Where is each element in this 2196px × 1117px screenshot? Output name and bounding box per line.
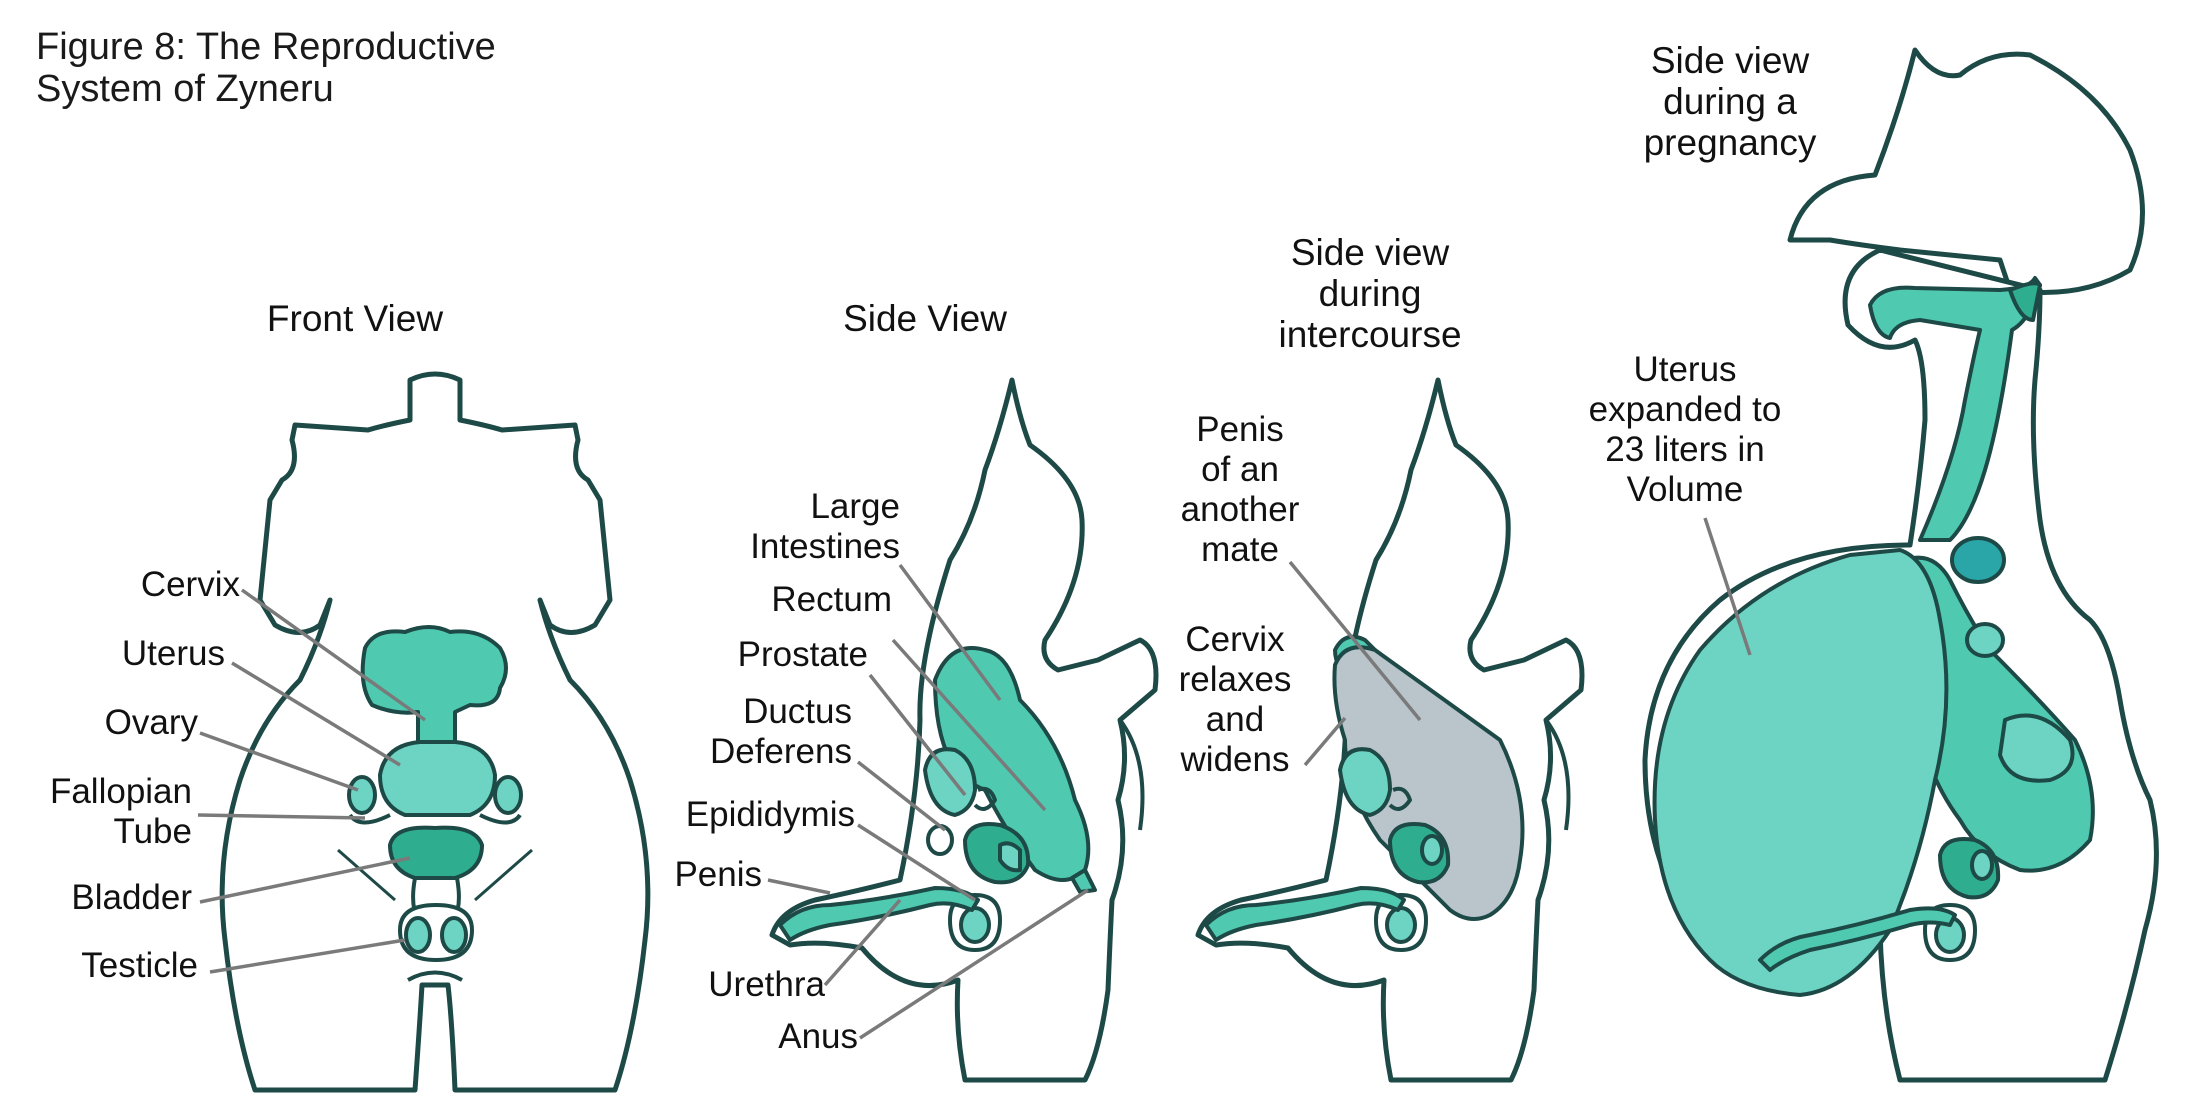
front-view-title: Front View xyxy=(266,298,444,339)
figure-title-line-1: Figure 8: The Reproductive xyxy=(36,26,496,68)
intercourse-title-line-2: during xyxy=(1318,273,1422,314)
intercourse-penis xyxy=(1204,886,1406,942)
label-urethra: Urethra xyxy=(708,965,825,1004)
label-ductus-line-1: Ductus xyxy=(743,692,852,731)
label-foreign-penis: Penis of an another mate xyxy=(1160,410,1320,570)
label-cervix: Cervix xyxy=(140,565,240,604)
label-uterus-expanded-line-3: 23 liters in xyxy=(1605,430,1765,469)
front-ovary-right xyxy=(493,775,523,815)
side-penis xyxy=(778,886,980,942)
pregnancy-head-outline xyxy=(1787,47,2145,295)
front-view-drawing xyxy=(219,371,651,1093)
figure-title: Figure 8: The Reproductive System of Zyn… xyxy=(36,26,496,110)
label-ductus-deferens: Ductus Deferens xyxy=(680,692,852,772)
label-large-line-1: Large xyxy=(810,487,900,526)
label-foreign-penis-line-3: another xyxy=(1180,490,1300,529)
label-rectum: Rectum xyxy=(771,580,892,619)
label-bladder: Bladder xyxy=(71,878,192,917)
label-cervix-relaxes-line-4: widens xyxy=(1180,740,1290,779)
label-uterus: Uterus xyxy=(121,634,225,673)
label-foreign-penis-line-1: Penis xyxy=(1196,410,1284,449)
label-fallopian-line-2: Tube xyxy=(113,812,192,851)
label-cervix-relaxes-line-1: Cervix xyxy=(1185,620,1285,659)
pregnancy-stomach xyxy=(1950,536,2006,584)
front-cervix-organ xyxy=(360,625,508,747)
pregnancy-title-line-2: during a xyxy=(1663,81,1797,122)
label-prostate: Prostate xyxy=(737,635,868,674)
label-fallopian-tube: Fallopian Tube xyxy=(20,772,192,852)
intercourse-title-line-1: Side view xyxy=(1290,232,1450,273)
intercourse-leader-lines xyxy=(1288,560,1422,767)
front-uterus-organ xyxy=(378,740,497,817)
intercourse-testicle xyxy=(1385,906,1417,944)
front-ovary-left xyxy=(347,775,377,815)
label-fallopian-line-1: Fallopian xyxy=(49,772,192,811)
label-testicle: Testicle xyxy=(81,946,198,985)
pregnancy-title-line-3: pregnancy xyxy=(1643,122,1817,163)
front-testicle-right xyxy=(440,916,468,954)
label-epididymis: Epididymis xyxy=(685,795,855,834)
intercourse-title-line-3: intercourse xyxy=(1278,314,1462,355)
front-groin-line xyxy=(407,970,463,982)
label-uterus-expanded-line-4: Volume xyxy=(1626,470,1744,509)
pregnancy-view-drawing xyxy=(1642,47,2159,1083)
side-view-title: Side View xyxy=(843,298,1007,339)
intercourse-view-drawing xyxy=(1195,377,1585,1083)
label-uterus-expanded-line-2: expanded to xyxy=(1588,390,1782,429)
label-foreign-penis-line-2: of an xyxy=(1201,450,1279,489)
pregnancy-view-title: Side view during a pregnancy xyxy=(1630,40,1830,163)
intercourse-foreign-penis xyxy=(1332,645,1525,921)
front-bladder-organ xyxy=(388,825,484,880)
pregnancy-title-line-1: Side view xyxy=(1650,40,1810,81)
label-penis: Penis xyxy=(674,855,762,894)
side-testicle xyxy=(959,906,991,944)
label-cervix-relaxes-line-2: relaxes xyxy=(1178,660,1292,699)
label-large-line-2: Intestines xyxy=(750,527,900,566)
side-view-drawing xyxy=(769,377,1159,1083)
pregnancy-uterus xyxy=(1652,548,1949,997)
label-ductus-line-2: Deferens xyxy=(709,732,852,771)
side-leader-lines xyxy=(767,563,1089,1040)
label-ovary: Ovary xyxy=(104,703,198,742)
label-foreign-penis-line-4: mate xyxy=(1201,530,1279,569)
label-uterus-expanded-line-1: Uterus xyxy=(1633,350,1737,389)
label-anus: Anus xyxy=(778,1017,858,1056)
label-cervix-relaxes: Cervix relaxes and widens xyxy=(1160,620,1310,780)
front-leader-lines xyxy=(197,588,427,974)
pregnancy-leader-lines xyxy=(1703,517,1752,656)
label-uterus-expanded: Uterus expanded to 23 liters in Volume xyxy=(1565,350,1805,510)
intercourse-view-title: Side view during intercourse xyxy=(1260,232,1480,355)
side-prostate xyxy=(923,747,977,817)
front-testicle-left xyxy=(404,916,432,954)
pregnancy-penis xyxy=(1758,906,1957,972)
label-cervix-relaxes-line-3: and xyxy=(1205,700,1265,739)
label-large-intestines: Large Intestines xyxy=(700,487,900,567)
figure-title-line-2: System of Zyneru xyxy=(36,68,334,110)
